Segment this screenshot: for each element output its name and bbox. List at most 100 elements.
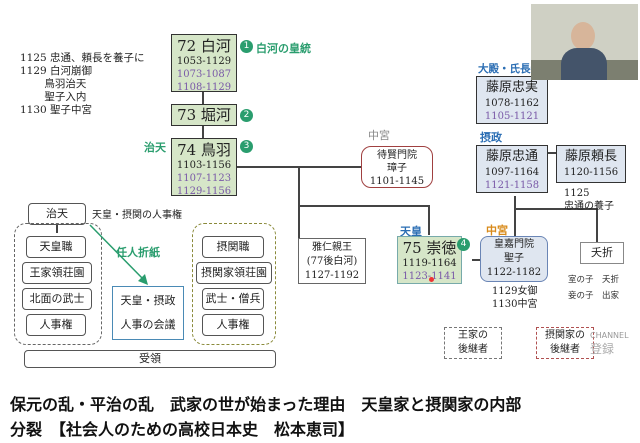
insei-period: 1108-1129 xyxy=(176,82,232,93)
taikenmonin-box: 待賢門院 璋子 1101-1145 xyxy=(361,146,433,188)
video-title-line-1: 保元の乱・平治の乱 武家の世が始まった理由 天皇家と摂関家の内部 xyxy=(10,395,522,414)
note-line: 鳥羽治天 xyxy=(20,78,87,90)
regent-powers-group xyxy=(192,223,276,345)
channel-label: CHANNEL xyxy=(590,331,629,340)
emperor-name: 72 白河 xyxy=(177,37,231,55)
webcam-person-head xyxy=(571,22,595,50)
tadamichi-box: 藤原忠通 1097-1164 1121-1158 xyxy=(476,145,548,193)
lifespan: 1103-1156 xyxy=(176,160,232,171)
person-name: 璋子 xyxy=(387,163,407,174)
chiten-note: 天皇・摂関の人事権 xyxy=(92,210,182,221)
webcam-person-body xyxy=(561,48,607,80)
emperor-name: 75 崇徳 xyxy=(402,239,457,257)
emperor-name: 74 鳥羽 xyxy=(177,141,231,159)
meeting-line: 人事の会議 xyxy=(120,318,176,331)
connector xyxy=(298,205,428,207)
taikenmonin-role-label: 中宮 xyxy=(368,129,390,142)
yorinaga-note: 1125 忠通の養子 xyxy=(564,187,614,213)
power-item: 摂関職 xyxy=(202,236,264,258)
channel-watermark: CHANNEL 登録 xyxy=(590,331,629,357)
note-line: 1125 xyxy=(564,188,590,199)
power-item: 人事権 xyxy=(26,314,86,336)
person-note: (77後白河) xyxy=(306,256,358,267)
sutoku-role-label: 天皇 xyxy=(400,225,422,238)
lifespan: 1053-1129 xyxy=(176,56,232,67)
connector xyxy=(472,259,480,261)
note-line: 1130 聖子中宮 xyxy=(20,104,93,116)
connector xyxy=(202,124,204,138)
imperial-heir-box: 王家の 後継者 xyxy=(444,327,502,359)
note-line: 1125 忠通、頼長を養子に xyxy=(20,52,145,64)
reign-period: 1107-1123 xyxy=(176,173,232,184)
subscribe-label: 登録 xyxy=(590,342,615,356)
lifespan: 1120-1156 xyxy=(563,167,619,178)
left-notes: 1125 忠通、頼長を養子に 1129 白河崩御 鳥羽治天 聖子入内 1130 … xyxy=(20,52,170,117)
note-line: 聖子入内 xyxy=(20,91,87,103)
person-name: 聖子 xyxy=(504,253,524,264)
tadamichi-role-label: 摂政 xyxy=(480,131,502,144)
yoseki-label: 夭折 xyxy=(591,246,613,259)
regent-heir-box: 摂関家の 後継者 xyxy=(536,327,594,359)
emperor-sutoku-box: 75 崇徳 1119-1164 1123-1141 xyxy=(397,236,462,284)
kokamonin-role-label: 中宮 xyxy=(486,224,508,237)
person-title: 待賢門院 xyxy=(377,150,417,161)
office-period: 1121-1158 xyxy=(484,180,540,191)
tadazane-box: 藤原忠実 1078-1162 1105-1121 xyxy=(476,76,548,124)
juryo-bar: 受領 xyxy=(24,350,276,368)
order-badge-1: 1 xyxy=(240,40,253,53)
imperial-powers-group xyxy=(14,223,102,345)
connector xyxy=(298,166,300,238)
chiten-head-box: 治天 xyxy=(28,203,86,225)
connector xyxy=(202,92,204,104)
person-name: 藤原忠実 xyxy=(485,80,538,95)
connector xyxy=(514,208,596,210)
heir-label: 摂関家の xyxy=(545,330,585,341)
connector xyxy=(56,225,58,233)
yorinaga-box: 藤原頼長 1120-1156 xyxy=(556,145,626,183)
arrow-icon xyxy=(89,224,148,285)
lifespan: 1097-1164 xyxy=(484,167,540,178)
note-line: 妾の子 出家 xyxy=(568,291,620,301)
shirakawa-line-caption: 白河の皇統 xyxy=(256,42,311,55)
person-title: 皇嘉門院 xyxy=(494,239,534,250)
power-item: 北面の武士 xyxy=(22,288,92,310)
power-item: 摂関家領荘園 xyxy=(196,262,272,284)
lifespan: 1101-1145 xyxy=(369,176,425,187)
emperor-toba-box: 74 鳥羽 1103-1156 1107-1123 1129-1156 xyxy=(171,138,237,197)
note-line: 1130中宮 xyxy=(492,299,538,310)
power-item: 武士・僧兵 xyxy=(202,288,264,310)
office-period: 1105-1121 xyxy=(484,111,540,122)
connector xyxy=(514,196,516,238)
ninjin-origami-label: 任人折紙 xyxy=(116,246,160,259)
power-item: 人事権 xyxy=(202,314,264,336)
meeting-line: 天皇・摂政 xyxy=(120,294,176,307)
yoseki-box: 夭折 xyxy=(580,242,624,264)
person-name: 藤原忠通 xyxy=(485,149,538,164)
order-badge-2: 2 xyxy=(240,109,253,122)
emperor-horikawa-box: 73 堀河 xyxy=(171,104,237,126)
note-line: 忠通の養子 xyxy=(564,201,614,212)
meeting-box: 天皇・摂政 人事の会議 xyxy=(112,286,184,340)
lifespan: 1119-1164 xyxy=(402,258,457,269)
power-item: 王家領荘園 xyxy=(22,262,92,284)
emperor-shirakawa-box: 72 白河 1053-1129 1073-1087 1108-1129 xyxy=(171,34,237,93)
lifespan: 1127-1192 xyxy=(304,270,360,281)
note-line: 室の子 夭折 xyxy=(568,275,620,285)
note-line: 1129女御 xyxy=(492,286,538,297)
lifespan: 1078-1162 xyxy=(484,98,540,109)
heir-label: 後継者 xyxy=(550,344,580,355)
person-name: 雅仁親王 xyxy=(312,242,352,253)
webcam-overlay xyxy=(531,4,638,80)
tadazane-role-label: 大殿・氏長者 xyxy=(478,63,541,75)
insei-period: 1129-1156 xyxy=(176,186,232,197)
lifespan: 1122-1182 xyxy=(486,267,542,278)
connector xyxy=(596,208,598,242)
order-badge-3: 3 xyxy=(240,140,253,153)
person-name: 藤原頼長 xyxy=(564,149,617,164)
heir-label: 王家の xyxy=(458,330,488,341)
toba-role-label: 治天 xyxy=(144,141,166,154)
order-badge-4: 4 xyxy=(457,238,470,251)
video-title-line-2: 分裂 【社会人のための高校日本史 松本恵司】 xyxy=(10,420,355,439)
heir-label: 後継者 xyxy=(458,344,488,355)
kokamonin-box: 皇嘉門院 聖子 1122-1182 xyxy=(480,236,548,282)
